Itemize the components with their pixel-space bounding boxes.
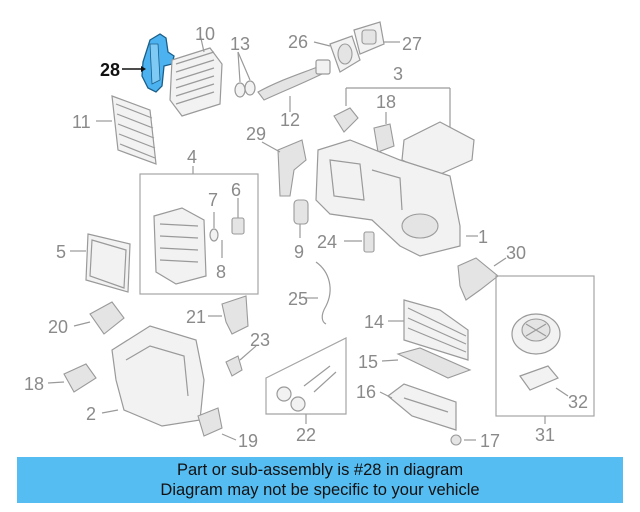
callout-15: 15 [358,352,378,372]
part-23 [225,345,257,377]
part-28-highlighted[interactable] [122,33,175,93]
part-17 [450,434,476,446]
callout-9: 9 [294,242,304,262]
callout-2: 2 [86,404,96,424]
part-27 [353,21,400,55]
callout-12: 12 [280,110,300,130]
part-30 [457,257,507,301]
callout-8: 8 [216,262,226,282]
callout-13: 13 [230,34,250,54]
callout-16: 16 [356,382,376,402]
callout-20: 20 [48,317,68,337]
callout-4: 4 [187,147,197,167]
part-18-top [373,112,395,153]
callout-17: 17 [480,431,500,451]
callout-27: 27 [402,34,422,54]
part-7 [209,212,219,242]
callout-18-top: 18 [376,92,396,112]
part-32 [519,365,569,397]
part-12 [257,59,331,112]
callout-14: 14 [364,312,384,332]
callout-3: 3 [393,64,403,84]
part-1 [315,139,478,257]
callout-30: 30 [506,243,526,263]
part-14 [388,299,469,361]
info-banner: Part or sub-assembly is #28 in diagram D… [17,457,623,503]
part-26 [313,35,361,73]
part-18-left [47,363,97,393]
part-22 [265,337,347,424]
callout-31: 31 [535,425,555,445]
part-25 [304,261,331,325]
part-19 [197,407,237,441]
part-3 [333,87,475,177]
callout-24: 24 [317,232,337,252]
callout-25: 25 [288,289,308,309]
callout-28[interactable]: 28 [100,60,120,80]
callout-32: 32 [568,392,588,412]
callout-22: 22 [296,425,316,445]
part-13 [234,51,256,98]
callout-1: 1 [478,227,488,247]
exploded-parts-diagram: 28 10 11 13 12 26 27 [24,21,595,451]
part-15 [381,347,472,379]
part-4-frame [139,173,259,295]
part-5 [70,233,131,293]
part-24 [344,231,375,253]
callout-21: 21 [186,307,206,327]
part-2 [101,325,205,427]
part-9 [293,199,309,238]
part-6 [231,198,245,235]
callout-29: 29 [246,124,266,144]
callout-11: 11 [72,112,91,132]
callout-5: 5 [56,242,66,262]
part-31-blower [511,313,561,355]
part-20 [73,301,125,335]
banner-line-1: Part or sub-assembly is #28 in diagram [176,461,464,479]
callout-18-left: 18 [24,374,44,394]
callout-10: 10 [195,24,215,44]
banner-line-2: Diagram may not be specific to your vehi… [160,481,480,499]
part-10 [169,33,223,117]
part-4-core [153,207,207,285]
part-11 [96,95,157,165]
callout-6: 6 [231,180,241,200]
part-21 [208,295,249,335]
callout-19: 19 [238,431,258,451]
part-16 [379,383,457,431]
callout-26: 26 [288,32,308,52]
callout-7: 7 [208,190,218,210]
part-29 [261,139,307,197]
callout-23: 23 [250,330,270,350]
